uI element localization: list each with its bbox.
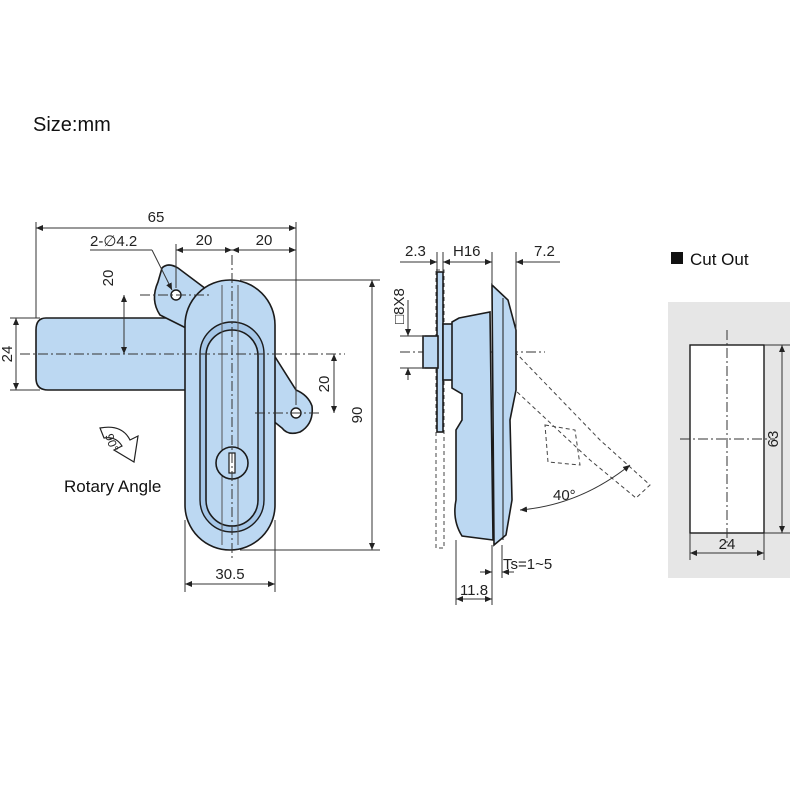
dim-hole-spec: 2-∅4.2: [90, 233, 137, 250]
dim-depth: 11.8: [460, 582, 488, 599]
rotary-angle-label: Rotary Angle: [64, 477, 161, 496]
dim-plate-thickness: 2.3: [405, 243, 426, 260]
front-view: 65 20 20 2-∅4.2 20 24 20 90 30.5: [0, 209, 380, 592]
dim-overall-width: 65: [148, 209, 165, 226]
dim-vertical-lower: 20: [316, 376, 333, 393]
cutout-legend-square-icon: [671, 252, 683, 264]
square-shaft: [422, 335, 439, 369]
size-unit-label: Size:mm: [33, 114, 111, 136]
dim-body-width: 30.5: [215, 566, 244, 583]
side-view: 2.3 H16 7.2 □8X8 40° Ts=1~5 11.8: [391, 243, 651, 605]
dim-height: H16: [453, 243, 481, 260]
dim-vertical-upper: 20: [100, 270, 117, 287]
dim-offset-a: 20: [196, 232, 213, 249]
dim-panel-thickness: Ts=1~5: [503, 556, 552, 573]
right-ear: [271, 349, 314, 435]
rotation-angle-label: 90°: [102, 432, 121, 454]
rotation-arrow-icon: [99, 426, 139, 463]
cutout-height: 63: [765, 431, 782, 448]
lock-housing: [451, 311, 494, 541]
dim-square-shaft: □8X8: [391, 288, 408, 324]
dim-right-offset: 7.2: [534, 243, 555, 260]
open-angle-label: 40°: [553, 487, 576, 504]
dim-offset-b: 20: [256, 232, 273, 249]
dim-body-height: 90: [349, 407, 366, 424]
dim-handle-width: 24: [0, 346, 16, 363]
cutout-legend-label: Cut Out: [690, 250, 749, 269]
cutout-width: 24: [719, 536, 736, 553]
face-plate: [491, 283, 517, 547]
cutout-view: Cut Out 63 24: [668, 250, 790, 578]
